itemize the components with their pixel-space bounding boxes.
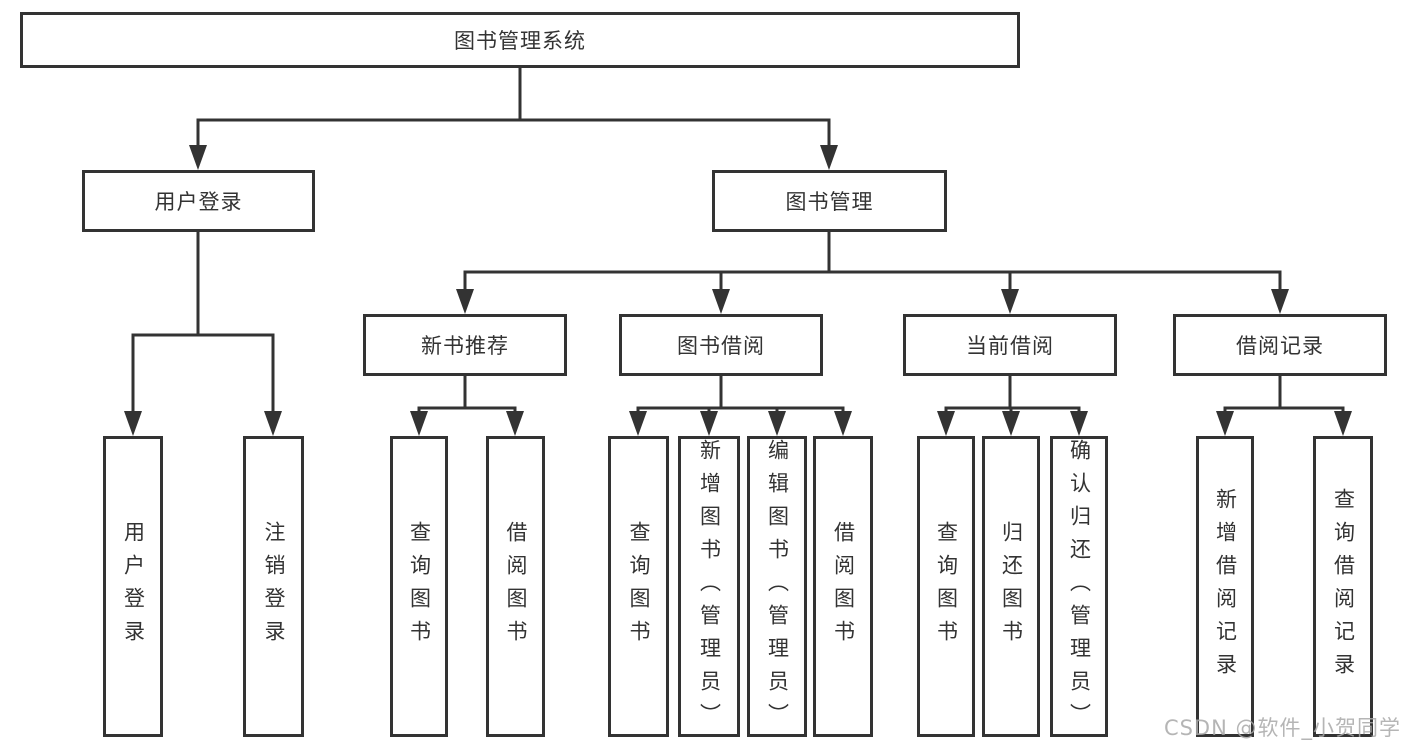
node-book-borrow: 图书借阅 (619, 314, 823, 376)
watermark: CSDN @软件_小贺同学 (1163, 716, 1401, 740)
leaf-bb-borrow-book: 借阅图书 (813, 436, 873, 737)
node-borrow-record: 借阅记录 (1173, 314, 1387, 376)
leaf-bb-add-book-admin: 新增图书（管理员） (678, 436, 740, 737)
node-user-login: 用户登录 (82, 170, 315, 232)
leaf-nbr-borrow-book: 借阅图书 (486, 436, 545, 737)
node-root: 图书管理系统 (20, 12, 1020, 68)
leaf-cb-confirm-return-admin: 确认归还（管理员） (1050, 436, 1108, 737)
leaf-bb-edit-book-admin: 编辑图书（管理员） (747, 436, 807, 737)
leaf-logout: 注销登录 (243, 436, 304, 737)
leaf-br-query-record: 查询借阅记录 (1313, 436, 1373, 737)
leaf-nbr-query-book: 查询图书 (390, 436, 448, 737)
node-book-management: 图书管理 (712, 170, 947, 232)
node-current-borrow: 当前借阅 (903, 314, 1117, 376)
leaf-user-login: 用户登录 (103, 436, 163, 737)
leaf-bb-query-book: 查询图书 (608, 436, 669, 737)
node-new-book-recommend: 新书推荐 (363, 314, 567, 376)
leaf-cb-return-book: 归还图书 (982, 436, 1040, 737)
leaf-cb-query-book: 查询图书 (917, 436, 975, 737)
leaf-br-add-record: 新增借阅记录 (1196, 436, 1254, 737)
